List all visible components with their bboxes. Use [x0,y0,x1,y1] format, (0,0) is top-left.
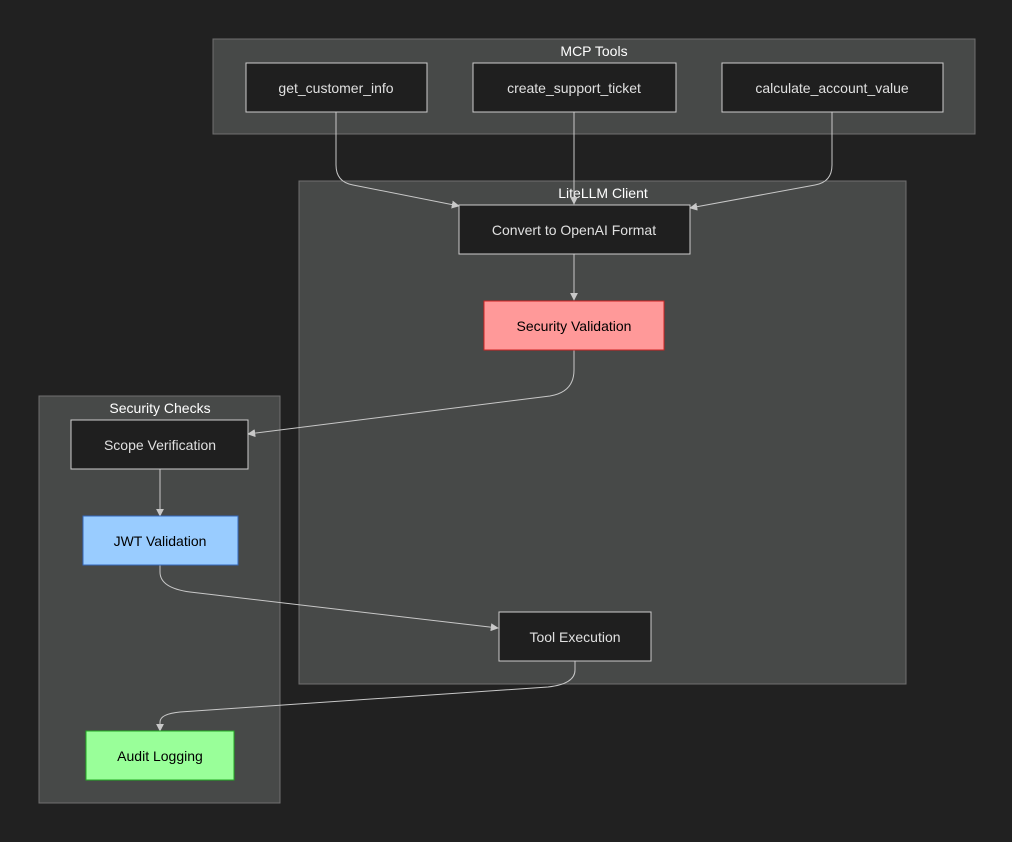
node-get-customer-info: get_customer_info [245,62,428,113]
edges [156,112,833,732]
node-label-scope-verification: Scope Verification [104,437,216,453]
node-label-convert-to-openai-format: Convert to OpenAI Format [492,222,656,238]
node-security-validation: Security Validation [483,300,665,351]
node-create-support-ticket: create_support_ticket [472,62,677,113]
node-calculate-account-value: calculate_account_value [721,62,944,113]
node-label-get-customer-info: get_customer_info [278,80,393,96]
cluster-label-mcp-tools: MCP Tools [560,43,627,59]
node-scope-verification: Scope Verification [70,419,249,470]
edge-tool-execution-to-audit-logging [156,661,576,732]
node-label-calculate-account-value: calculate_account_value [755,80,909,96]
node-label-audit-logging: Audit Logging [117,748,203,764]
cluster-label-security-checks: Security Checks [109,400,210,416]
node-jwt-validation: JWT Validation [82,515,239,566]
node-label-security-validation: Security Validation [517,318,632,334]
edge-calculate-account-value-to-convert [689,112,833,211]
node-label-tool-execution: Tool Execution [529,629,620,645]
cluster-label-litellm-client: LiteLLM Client [558,185,648,201]
node-tool-execution: Tool Execution [498,611,652,662]
node-convert-to-openai-format: Convert to OpenAI Format [458,204,691,255]
node-audit-logging: Audit Logging [85,730,235,781]
edge-get-customer-info-to-convert [335,112,460,209]
edge-jwt-validation-to-tool-execution [159,565,499,632]
edge-security-validation-to-scope-verification [247,350,575,438]
node-label-jwt-validation: JWT Validation [114,533,207,549]
cluster-litellm-client: LiteLLM Client [298,180,907,685]
node-label-create-support-ticket: create_support_ticket [507,80,641,96]
